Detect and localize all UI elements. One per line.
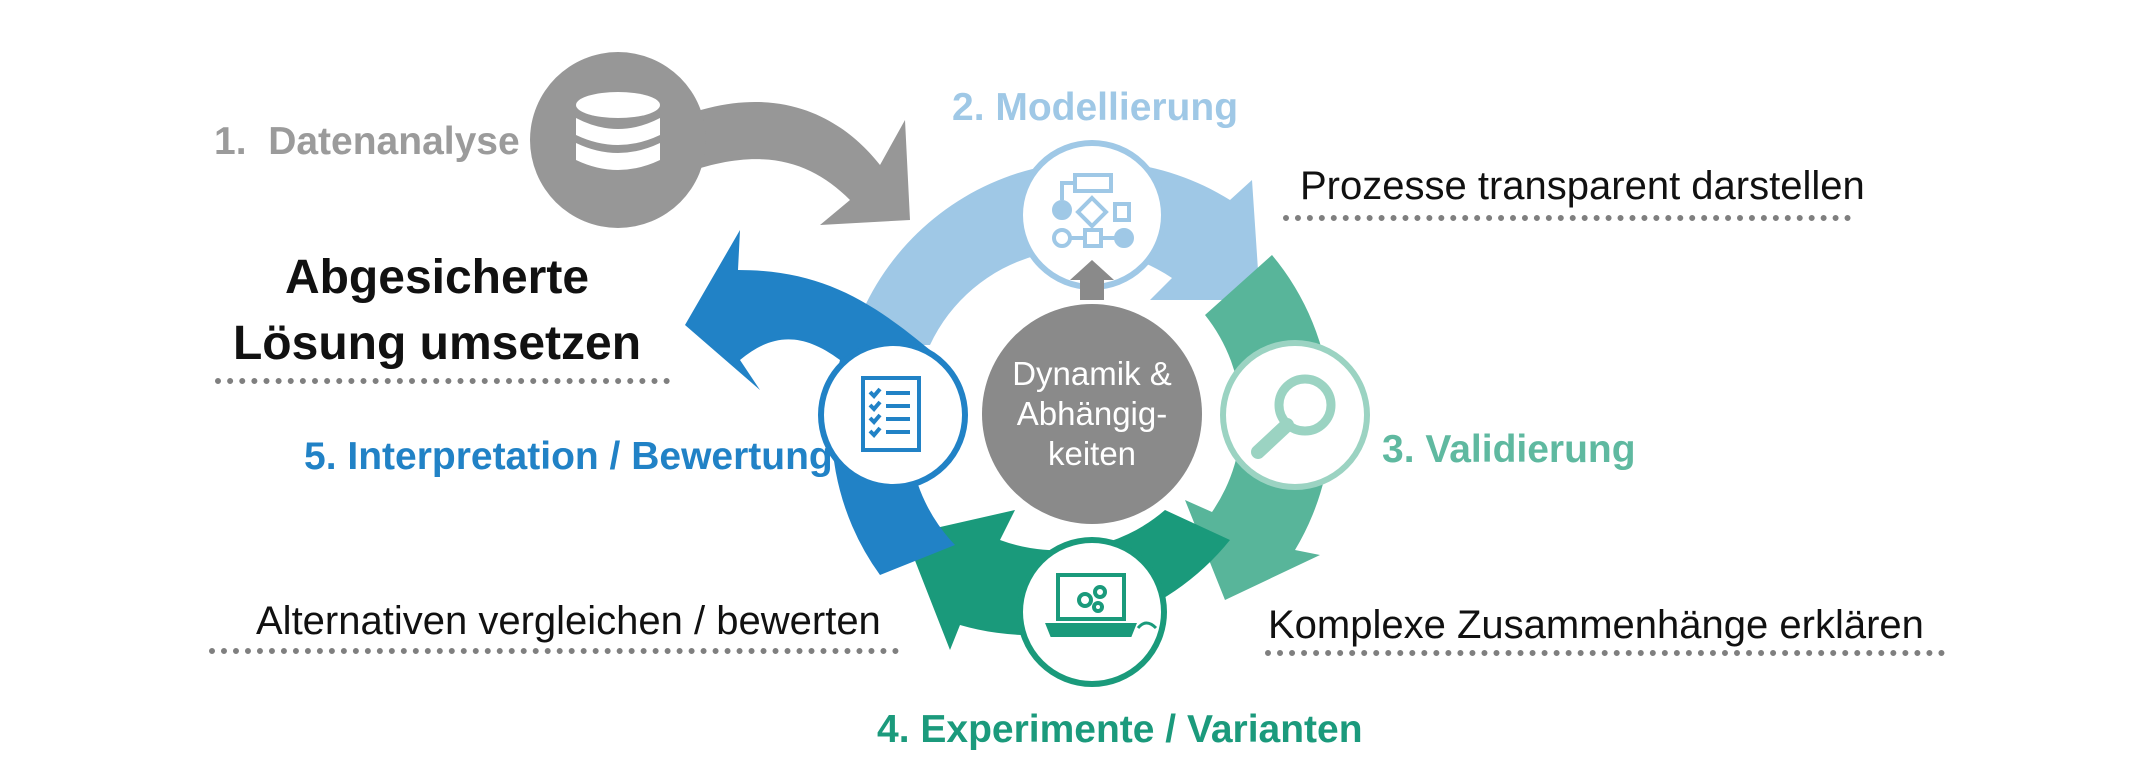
step-1-label: 1. Datenanalyse: [214, 120, 520, 163]
headline-dotted-rule: [215, 378, 670, 384]
hub-up-arrow: [1070, 260, 1114, 300]
outcome-komplexe: Komplexe Zusammenhänge erklären: [1268, 603, 1924, 647]
center-line-3: keiten: [1047, 435, 1137, 472]
laptop-gears-icon: [1045, 573, 1158, 637]
headline-line-1: Abgesicherte: [284, 251, 590, 304]
checklist-icon: [861, 376, 921, 452]
center-hub: [982, 304, 1202, 524]
outcome-prozesse: Prozesse transparent darstellen: [1300, 164, 1865, 208]
outcome-alternativen: Alternativen vergleichen / bewerten: [256, 599, 881, 643]
step-3-label: 3. Validierung: [1382, 428, 1636, 471]
validierung-node: [1220, 340, 1370, 490]
alternativen-dotted-rule: [209, 648, 899, 654]
database-icon: [576, 92, 660, 170]
interpretation-node: [818, 340, 968, 490]
step-5-label: 5. Interpretation / Bewertung: [304, 435, 833, 478]
center-hub-label: Dynamik & Abhängig- keiten: [982, 354, 1202, 474]
prozesse-dotted-rule: [1283, 215, 1851, 221]
step-2-label: 2. Modellierung: [952, 86, 1239, 129]
komplexe-dotted-rule: [1265, 650, 1945, 656]
headline-line-2: Lösung umsetzen: [232, 317, 642, 370]
center-line-1: Dynamik &: [1012, 355, 1172, 392]
process-flowchart-icon: [1052, 173, 1134, 248]
center-line-2: Abhängig-: [1016, 395, 1168, 432]
headline-outcome: Abgesicherte Lösung umsetzen: [212, 245, 662, 377]
experimente-node: [1017, 537, 1167, 687]
step-4-label: 4. Experimente / Varianten: [877, 708, 1363, 751]
magnifier-icon: [1251, 374, 1336, 459]
datenanalyse-arrow: [650, 101, 910, 225]
